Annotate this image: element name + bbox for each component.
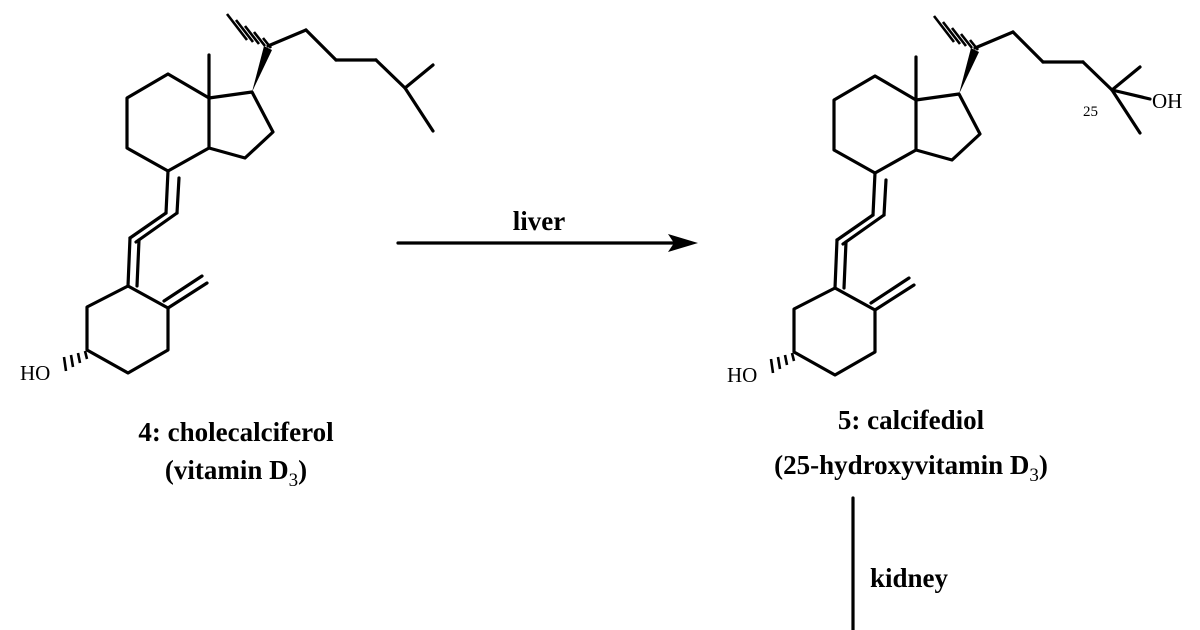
- compound-4-caption: 4: cholecalciferol (vitamin D3): [138, 417, 334, 491]
- compound-5-common-name: (25-hydroxyvitamin D3): [774, 450, 1048, 486]
- arrow-liver-label: liver: [513, 206, 565, 236]
- compound-5-caption: 5: calcifediol (25-hydroxyvitamin D3): [774, 405, 1048, 486]
- compound-4-common-name: (vitamin D3): [165, 455, 307, 491]
- arrow-liver: liver: [396, 206, 698, 252]
- compound-4-name: 4: cholecalciferol: [138, 417, 334, 447]
- arrow-kidney-label: kidney: [870, 563, 949, 593]
- compound-4-hydroxyl: HO: [20, 361, 50, 385]
- arrow-kidney: kidney: [851, 496, 949, 630]
- compound-5-structure: OH 25 HO: [727, 14, 1182, 387]
- compound-5-hydroxyl: HO: [727, 363, 757, 387]
- compound-4-structure: HO: [20, 12, 435, 385]
- compound-5-name: 5: calcifediol: [838, 405, 985, 435]
- compound-5-position-25: 25: [1083, 104, 1098, 120]
- compound-5-oh-25: OH: [1152, 89, 1182, 113]
